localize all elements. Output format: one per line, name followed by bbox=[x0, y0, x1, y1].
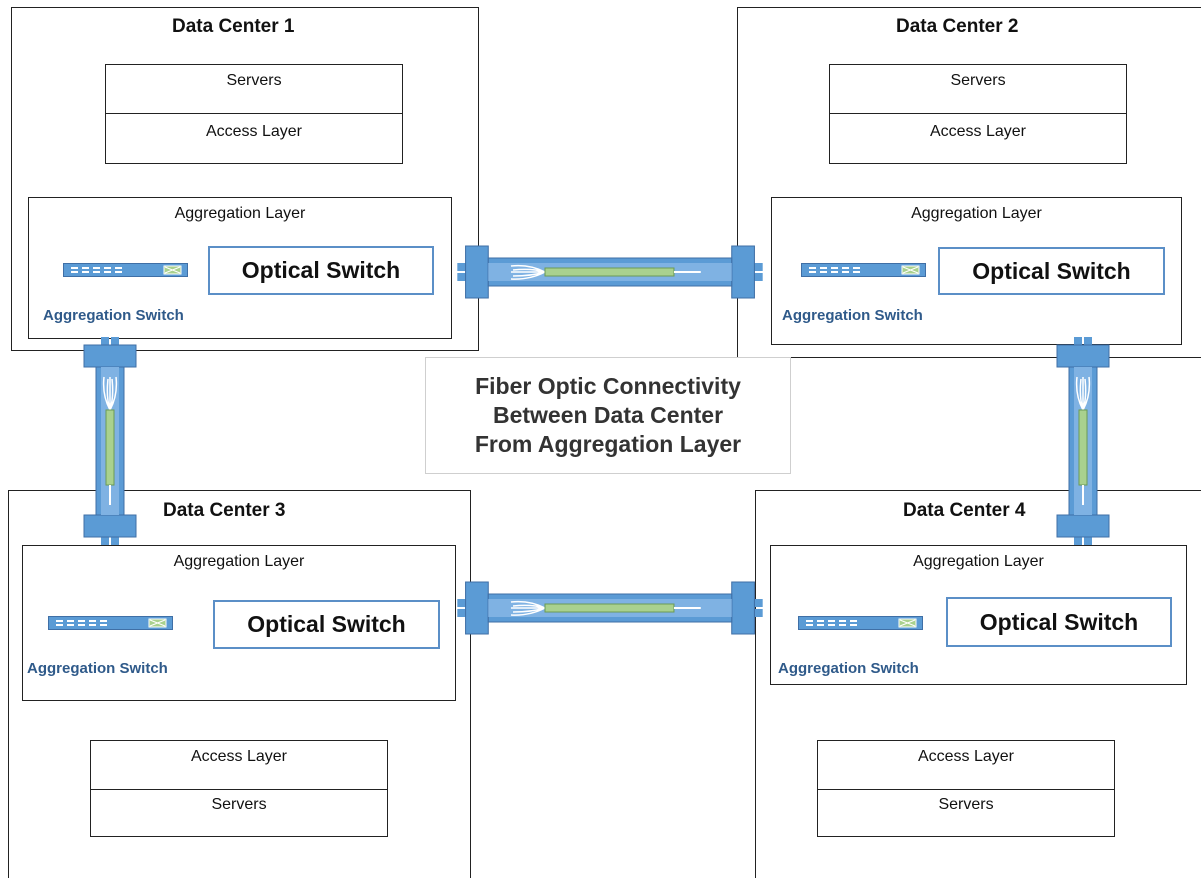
data-center-1-access-layer-label: Access Layer bbox=[205, 123, 303, 140]
data-center-4-title: Data Center 4 bbox=[903, 500, 1026, 521]
data-center-2-optical-switch: Optical Switch bbox=[938, 247, 1165, 295]
data-center-2-access-layer-label: Access Layer bbox=[929, 123, 1027, 140]
caption-line-1: Fiber Optic Connectivity bbox=[475, 373, 741, 399]
data-center-1-access-layer-box bbox=[105, 113, 403, 164]
data-center-1-aggregation-layer-label: Aggregation Layer bbox=[174, 205, 306, 222]
data-center-3-servers-label: Servers bbox=[211, 796, 267, 813]
fiber-optic-cable-icon bbox=[80, 335, 140, 547]
caption-line-2: Between Data Center bbox=[492, 402, 724, 428]
data-center-3-access-layer-label: Access Layer bbox=[190, 748, 288, 765]
diagram-caption: Fiber Optic Connectivity Between Data Ce… bbox=[425, 357, 791, 474]
data-center-2-access-layer-box bbox=[829, 113, 1127, 164]
data-center-3-access-layer-box bbox=[90, 740, 388, 790]
data-center-2-servers-label: Servers bbox=[950, 72, 1006, 89]
network-switch-icon bbox=[48, 616, 173, 630]
network-switch-icon bbox=[798, 616, 923, 630]
caption-line-3: From Aggregation Layer bbox=[474, 431, 742, 457]
data-center-4-servers-label: Servers bbox=[938, 796, 994, 813]
data-center-2-title: Data Center 2 bbox=[896, 16, 1019, 37]
data-center-3-servers-box bbox=[90, 789, 388, 837]
data-center-4-optical-switch: Optical Switch bbox=[946, 597, 1172, 647]
network-switch-icon bbox=[801, 263, 926, 277]
data-center-4-aggregation-switch-label: Aggregation Switch bbox=[778, 660, 919, 677]
data-center-1-aggregation-switch-label: Aggregation Switch bbox=[43, 307, 184, 324]
data-center-3-aggregation-switch-label: Aggregation Switch bbox=[27, 660, 168, 677]
data-center-4-access-layer-label: Access Layer bbox=[917, 748, 1015, 765]
data-center-2-aggregation-layer-label: Aggregation Layer bbox=[911, 205, 1042, 222]
data-center-2-aggregation-switch-label: Aggregation Switch bbox=[782, 307, 923, 324]
network-switch-icon bbox=[63, 263, 188, 277]
data-center-1-title: Data Center 1 bbox=[172, 16, 295, 37]
data-center-1-servers-box bbox=[105, 64, 403, 114]
data-center-4-servers-box bbox=[817, 789, 1115, 837]
fiber-optic-cable-icon bbox=[1053, 335, 1113, 547]
data-center-3-optical-switch: Optical Switch bbox=[213, 600, 440, 649]
fiber-optic-cable-icon bbox=[447, 578, 773, 638]
data-center-1-servers-label: Servers bbox=[226, 72, 282, 89]
data-center-3-title: Data Center 3 bbox=[163, 500, 286, 521]
data-center-1-optical-switch: Optical Switch bbox=[208, 246, 434, 295]
data-center-3-aggregation-layer-label: Aggregation Layer bbox=[173, 553, 305, 570]
data-center-2-servers-box bbox=[829, 64, 1127, 114]
data-center-4-aggregation-layer-label: Aggregation Layer bbox=[913, 553, 1044, 570]
fiber-optic-cable-icon bbox=[447, 242, 773, 302]
